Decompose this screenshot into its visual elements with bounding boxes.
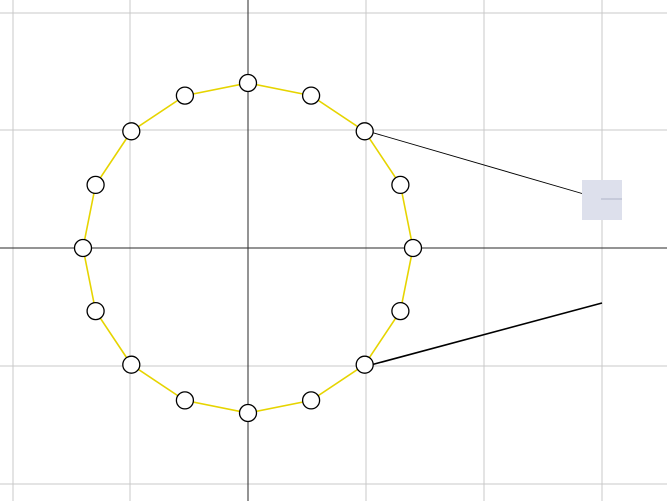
tangent-line-lower[interactable] xyxy=(366,302,603,367)
circle-point-icon[interactable] xyxy=(391,301,410,321)
tangent-line-upper[interactable] xyxy=(366,130,602,200)
circle-point-icon[interactable] xyxy=(73,238,93,258)
circle-point-icon[interactable] xyxy=(301,391,321,410)
circle-point-icon[interactable] xyxy=(391,175,410,195)
tangent-lines[interactable] xyxy=(366,130,603,367)
circle-point-icon[interactable] xyxy=(403,238,423,258)
circle-point-icon[interactable] xyxy=(301,86,321,105)
circle-point-icon[interactable] xyxy=(122,355,141,374)
circle-point-icon[interactable] xyxy=(355,122,374,141)
drag-handle[interactable] xyxy=(582,180,622,220)
circle-point-icon[interactable] xyxy=(355,355,374,374)
circle-point-icon[interactable] xyxy=(86,175,105,195)
circle-point-icon[interactable] xyxy=(122,122,141,141)
control-points[interactable] xyxy=(73,73,423,423)
circle-point-icon[interactable] xyxy=(86,301,105,321)
circle-point-icon[interactable] xyxy=(175,86,195,105)
circle-point-icon[interactable] xyxy=(238,73,258,93)
circle-point-icon[interactable] xyxy=(175,391,195,410)
drag-handle-icon[interactable] xyxy=(582,180,622,220)
circle-point-icon[interactable] xyxy=(238,403,258,423)
